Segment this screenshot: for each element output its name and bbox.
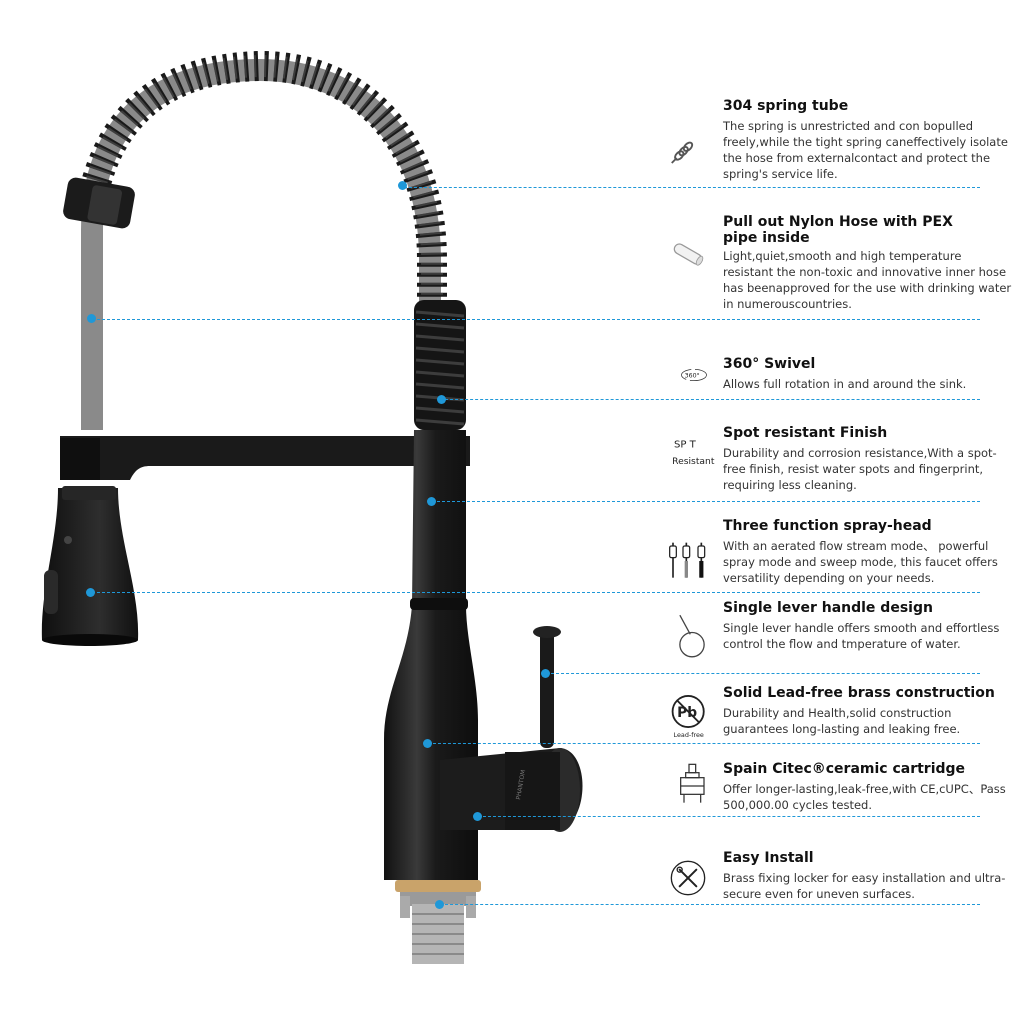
feature-title: Single lever handle design — [723, 600, 933, 616]
feature-description: Durability and Health,solid construction… — [723, 706, 961, 736]
feature-description: Brass fixing locker for easy installatio… — [723, 871, 1006, 901]
feature-title: Solid Lead-free brass construction — [723, 685, 995, 701]
lead-free-icon-symbol: Pb — [677, 705, 697, 721]
feature-lead-free: Pb Lead-free Solid Lead-free brass const… — [668, 685, 998, 739]
feature-description: The spring is unrestricted and con bopul… — [723, 119, 1008, 181]
brass-ring — [395, 880, 481, 892]
cartridge-icon — [680, 763, 705, 803]
feature-spring-tube: 304 spring tube The spring is unrestrict… — [668, 98, 1008, 183]
lead-free-icon-label: Lead-free — [674, 731, 704, 739]
feature-nylon-hose: Pull out Nylon Hose with PEX pipe inside… — [668, 214, 1011, 314]
callout-dot — [86, 588, 95, 597]
swivel-icon: 360° — [681, 369, 707, 381]
spring-icon — [671, 141, 694, 164]
feature-description: Durability and corrosion resistance,With… — [723, 446, 997, 492]
spray-modes-icon — [669, 542, 706, 578]
tight-spring — [415, 310, 465, 426]
feature-spot-resistant: SP T Resistant Spot resistant Finish Dur… — [668, 425, 998, 495]
lever-handle-icon — [679, 614, 705, 658]
spring-coil — [77, 50, 447, 330]
spot-icon-bottom: Resistant — [672, 456, 715, 467]
leader-line — [478, 816, 980, 817]
leader-line — [92, 592, 980, 593]
leader-line — [440, 904, 980, 905]
spot-resistant-icon: SP T Resistant — [672, 440, 715, 468]
feature-swivel: 360° 360° Swivel Allows full rotation in… — [668, 356, 998, 396]
callout-dot — [437, 395, 446, 404]
leader-line — [92, 319, 980, 320]
feature-title: Pull out Nylon Hose with PEX pipe inside — [723, 214, 953, 246]
leader-line — [404, 187, 980, 188]
feature-description: With an aerated flow stream mode、 powerf… — [723, 539, 998, 585]
feature-description: Offer longer-lasting,leak-free,with CE,c… — [723, 782, 1006, 812]
feature-description: Single lever handle offers smooth and ef… — [723, 621, 1000, 651]
feature-lever-handle: Single lever handle design Single lever … — [668, 600, 999, 670]
feature-spray-head: Three function spray-head With an aerate… — [668, 518, 998, 590]
hose-icon — [673, 243, 704, 266]
callout-dot — [423, 739, 432, 748]
leader-line — [440, 399, 980, 400]
callout-dot — [435, 900, 444, 909]
feature-title: Easy Install — [723, 850, 814, 866]
leader-line — [432, 501, 980, 502]
leader-line — [428, 743, 980, 744]
callout-dot — [473, 812, 482, 821]
spot-icon-top: SP T — [674, 440, 697, 451]
holder-arm — [60, 436, 470, 480]
feature-description: Light,quiet,smooth and high temperature … — [723, 249, 1012, 311]
callout-dot — [398, 181, 407, 190]
feature-description: Allows full rotation in and around the s… — [723, 377, 967, 391]
callout-dot — [87, 314, 96, 323]
callout-dot — [541, 669, 550, 678]
hose — [81, 58, 441, 430]
spray-head — [41, 488, 139, 640]
tools-icon — [670, 860, 706, 896]
lead-free-icon: Pb Lead-free — [671, 695, 705, 739]
callout-dot — [427, 497, 436, 506]
feature-ceramic-cartridge: Spain Citec®ceramic cartridge Offer long… — [668, 761, 1006, 816]
swivel-icon-label: 360° — [685, 372, 700, 380]
feature-title: 360° Swivel — [723, 356, 816, 372]
feature-title: Spot resistant Finish — [723, 425, 888, 441]
feature-title: Three function spray-head — [723, 518, 932, 534]
leader-line — [546, 673, 980, 674]
feature-title: Spain Citec®ceramic cartridge — [723, 761, 966, 777]
feature-easy-install: Easy Install Brass fixing locker for eas… — [668, 850, 1005, 902]
feature-title: 304 spring tube — [723, 98, 849, 114]
lever-handle — [540, 628, 554, 748]
